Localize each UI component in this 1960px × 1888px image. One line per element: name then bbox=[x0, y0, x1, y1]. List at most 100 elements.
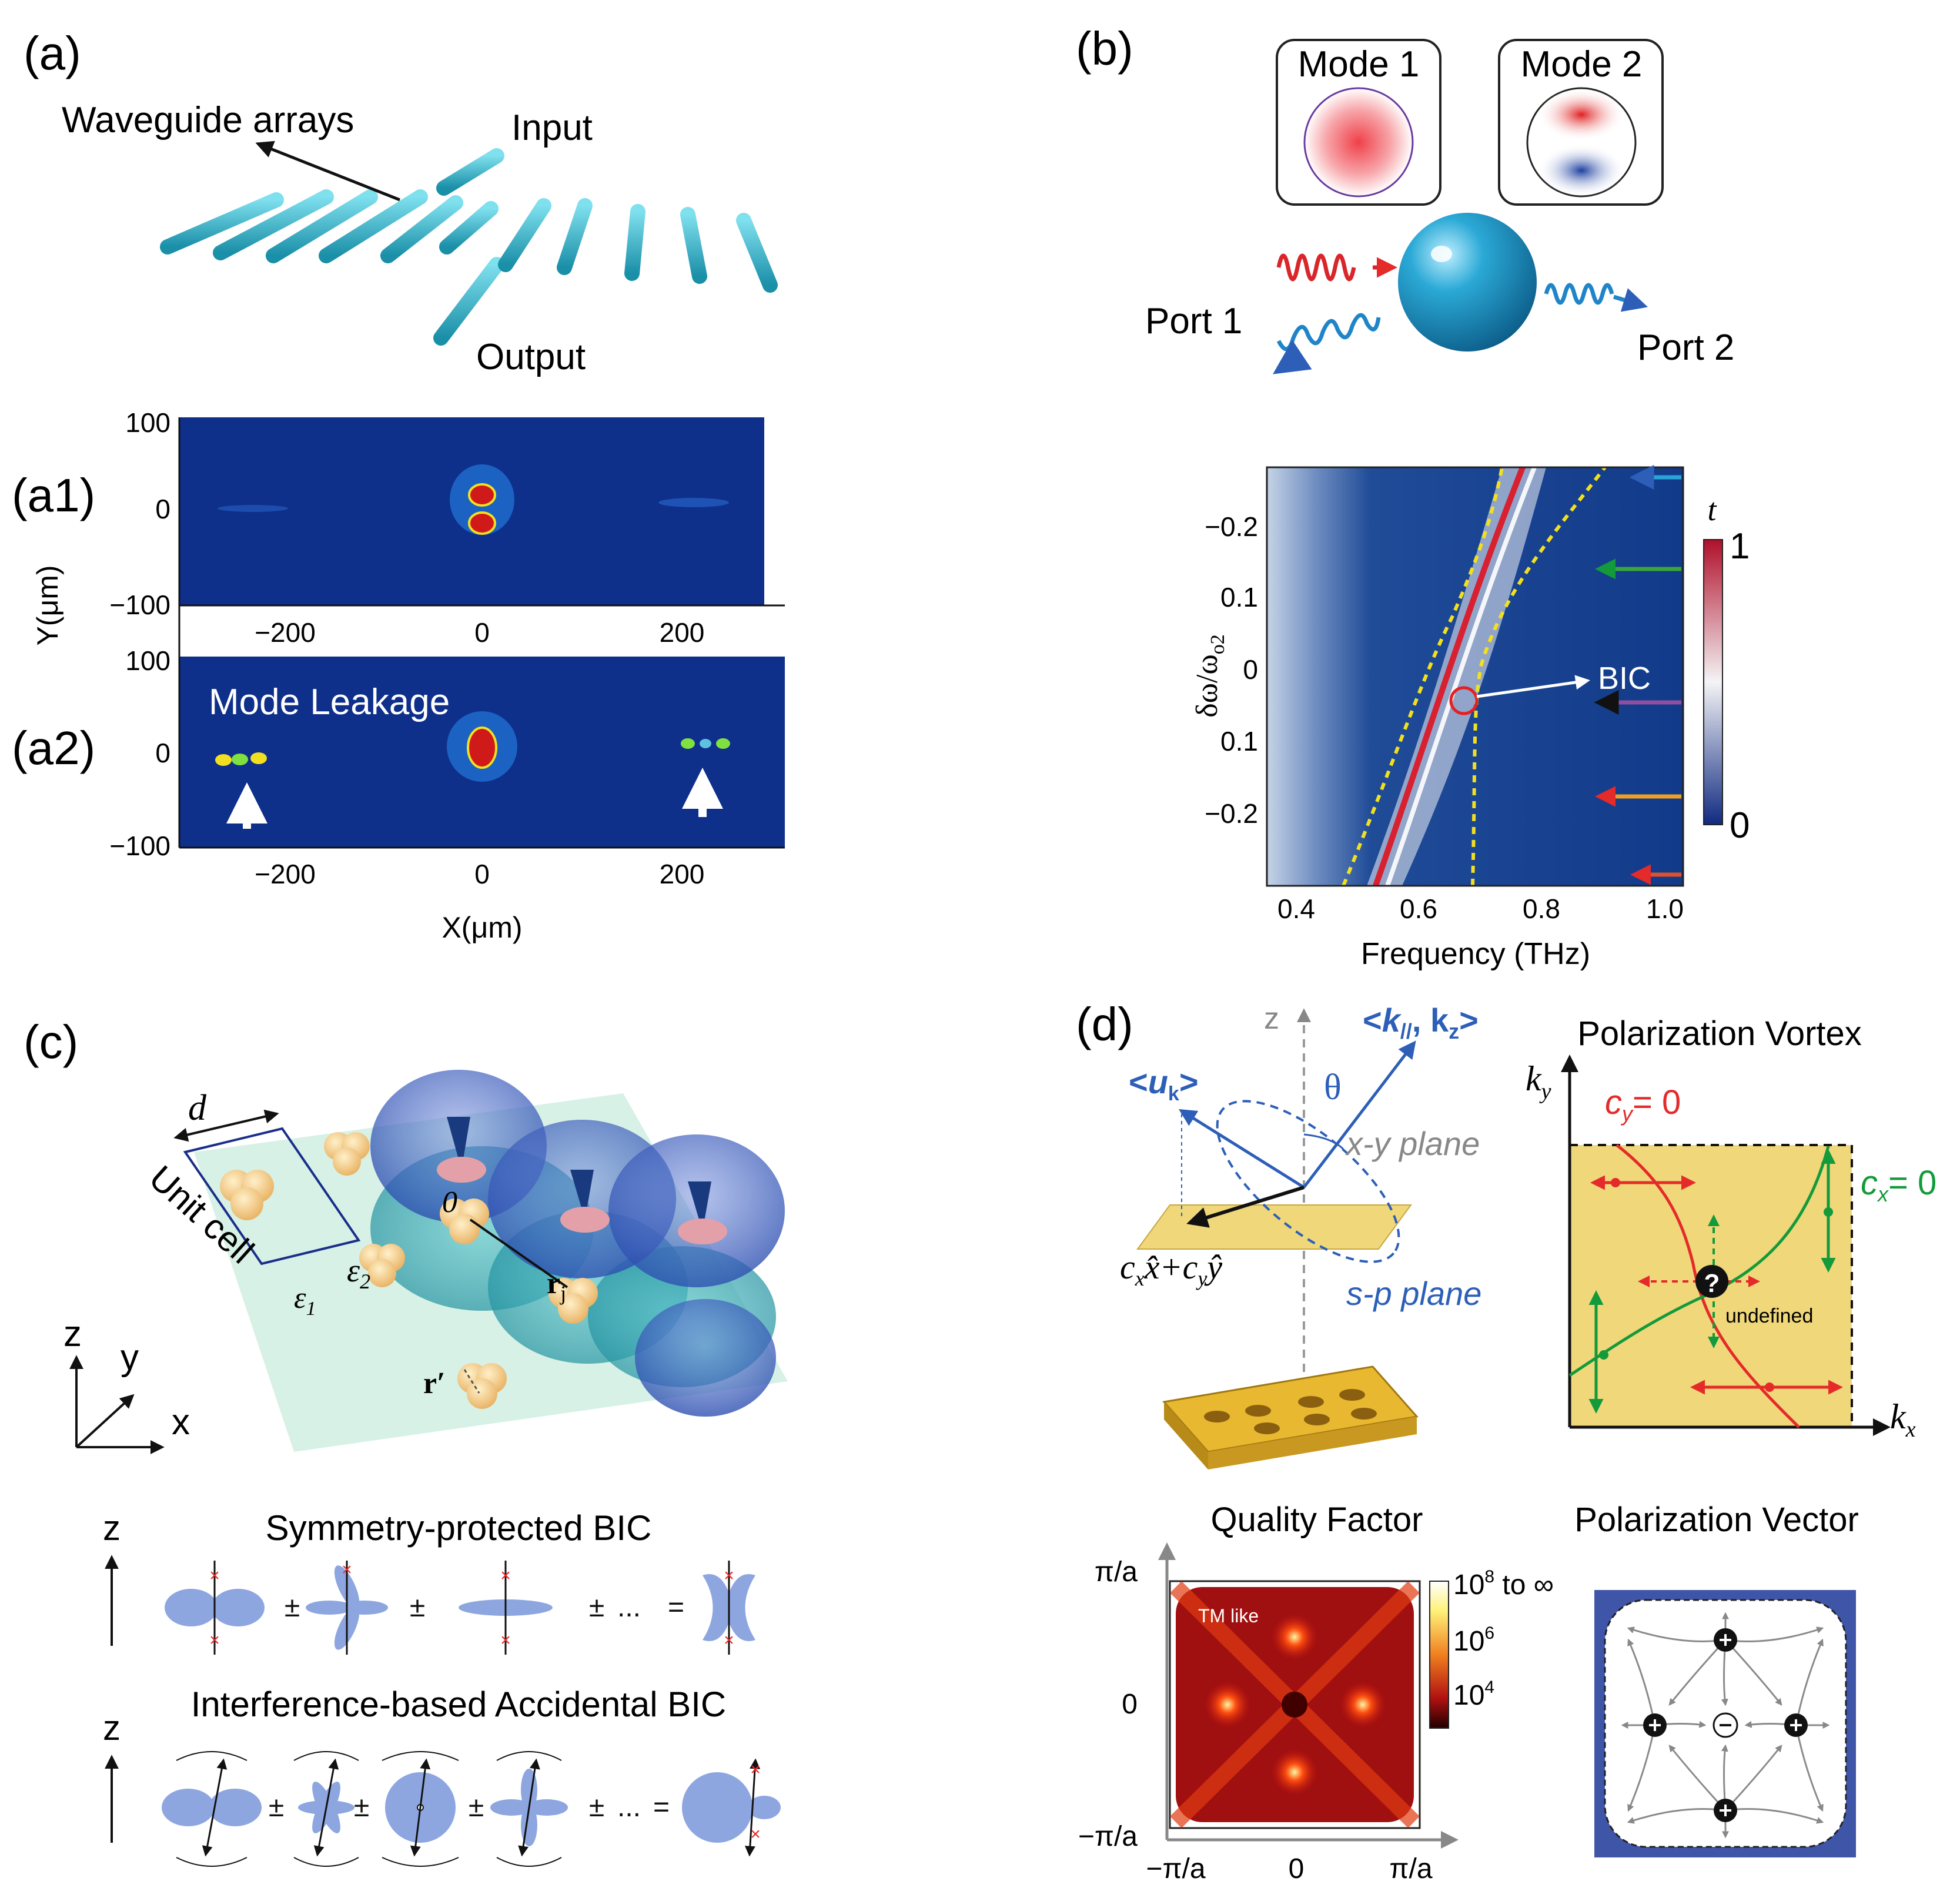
rprime-vector bbox=[463, 1369, 480, 1394]
q-colorbar bbox=[1429, 1581, 1449, 1729]
u-vector-arrow bbox=[1178, 1109, 1305, 1189]
qf-xtick-right: π/a bbox=[1389, 1853, 1432, 1884]
mode-lobes-upper bbox=[370, 1070, 785, 1417]
sym-pm-3: ± bbox=[589, 1592, 604, 1623]
mode-1-label: Mode 1 bbox=[1298, 44, 1420, 85]
acc-monopole bbox=[382, 1751, 459, 1867]
acc-pm-2: ± bbox=[354, 1792, 369, 1823]
svg-text:×: × bbox=[209, 1566, 220, 1585]
acc-equals: = bbox=[653, 1792, 670, 1823]
qf-ytick-mid: 0 bbox=[1122, 1689, 1138, 1720]
eps2-label: ε2 bbox=[347, 1253, 370, 1293]
output-label: Output bbox=[476, 337, 586, 377]
a2-xtick-left: −200 bbox=[255, 859, 316, 889]
resonator-sphere bbox=[1398, 213, 1537, 352]
accidental-bic-title: Interference-based Accidental BIC bbox=[191, 1685, 727, 1724]
lattice-constant-arrow bbox=[173, 1109, 279, 1142]
sym-pm-1: ± bbox=[285, 1592, 300, 1623]
dipole-pattern: × × bbox=[165, 1561, 265, 1655]
port-2-label: Port 2 bbox=[1637, 327, 1734, 368]
svg-text:×: × bbox=[750, 1760, 761, 1779]
d-label: d bbox=[188, 1088, 207, 1128]
b-xtick-1: 0.6 bbox=[1400, 893, 1437, 924]
k-vector-arrow bbox=[1303, 1040, 1416, 1189]
c-equation-label: cxx̂+cyŷ bbox=[1120, 1248, 1222, 1290]
b-xtick-3: 1.0 bbox=[1646, 893, 1684, 924]
qf-ytick-top: π/a bbox=[1095, 1556, 1138, 1588]
bic-label: BIC bbox=[1598, 661, 1651, 696]
xy-plane-label: x-y plane bbox=[1344, 1125, 1480, 1162]
b-xtick-2: 0.8 bbox=[1523, 893, 1560, 924]
mode-leakage-label: Mode Leakage bbox=[209, 682, 450, 722]
qf-xtick-mid: 0 bbox=[1289, 1853, 1305, 1884]
quality-factor-title: Quality Factor bbox=[1211, 1501, 1423, 1539]
theta-label: θ bbox=[1324, 1067, 1342, 1107]
qf-xtick-left: −π/a bbox=[1146, 1853, 1205, 1884]
panel-a-label: (a) bbox=[24, 27, 81, 79]
colorbar-min: 0 bbox=[1730, 805, 1750, 846]
a1-xtick-right: 200 bbox=[660, 617, 705, 648]
mode-2-label: Mode 2 bbox=[1521, 44, 1643, 85]
kx-label: kx bbox=[1890, 1397, 1916, 1442]
waveguide-array-illustration bbox=[160, 148, 778, 346]
mode-2-field bbox=[1526, 87, 1637, 197]
b-y-axis-label-group: δω/ωo2 bbox=[1190, 634, 1229, 717]
port-1-label: Port 1 bbox=[1145, 301, 1242, 342]
svg-text:×: × bbox=[500, 1631, 511, 1650]
b-x-axis-label: Frequency (THz) bbox=[1361, 937, 1590, 971]
b-ytick-4: −0.2 bbox=[1205, 798, 1258, 829]
acc-pm-3: ± bbox=[469, 1792, 484, 1823]
a2-xtick-right: 200 bbox=[660, 859, 705, 889]
panel-d: (d) z <k//, kz> <uk> θ x-y plane s-p pla… bbox=[1076, 998, 1936, 1884]
c-axis-x-label: x bbox=[172, 1402, 190, 1442]
symmetry-radiation-patterns: × × ± × ± × × ± ... = bbox=[165, 1560, 755, 1655]
sp-plane-ellipse bbox=[1216, 1100, 1400, 1263]
a2-field-map bbox=[179, 657, 785, 848]
photonic-crystal-slab bbox=[1162, 1365, 1419, 1469]
a2-ytick-bottom: −100 bbox=[109, 831, 170, 861]
vortex-plot bbox=[1561, 1055, 1891, 1436]
acc-dots: ... bbox=[617, 1792, 641, 1823]
d-z-axis-label: z bbox=[1264, 1002, 1279, 1036]
a1-ytick-mid: 0 bbox=[155, 494, 170, 524]
heatmap-frame bbox=[1266, 466, 1684, 887]
b-ytick-0: −0.2 bbox=[1205, 511, 1258, 542]
q-colorbar-low-label: 104 bbox=[1453, 1678, 1494, 1711]
input-label: Input bbox=[511, 108, 593, 148]
symmetry-bic-title: Symmetry-protected BIC bbox=[266, 1508, 652, 1548]
svg-text:×: × bbox=[342, 1560, 352, 1579]
acc-quadrupole bbox=[293, 1751, 359, 1867]
a2-label: (a2) bbox=[12, 722, 95, 774]
accidental-row-z-label: z bbox=[103, 1708, 121, 1748]
c-axis-y-label: y bbox=[121, 1337, 139, 1378]
panel-b: (b) Mode 1 Mode 2 Port 1 Port 2 bbox=[1076, 22, 1750, 971]
quadrupole-pattern: × bbox=[306, 1560, 388, 1655]
sym-pm-2: ± bbox=[410, 1592, 425, 1623]
undefined-label: undefined bbox=[1725, 1305, 1813, 1327]
sym-dots: ... bbox=[617, 1592, 641, 1623]
flat-pattern: × × bbox=[459, 1561, 553, 1655]
polarization-vortex-title: Polarization Vortex bbox=[1577, 1015, 1862, 1053]
a2-xtick-mid: 0 bbox=[474, 859, 490, 889]
symmetry-result-pattern: × × bbox=[703, 1561, 755, 1655]
accidental-result-pattern: × × bbox=[682, 1758, 781, 1857]
sp-plane-label: s-p plane bbox=[1346, 1275, 1481, 1312]
svg-text:×: × bbox=[209, 1631, 220, 1650]
acc-dipole bbox=[162, 1751, 262, 1867]
qf-ytick-bottom: −π/a bbox=[1078, 1821, 1138, 1852]
transmitted-wave bbox=[1544, 283, 1614, 305]
svg-text:×: × bbox=[750, 1825, 761, 1844]
acc-pm-4: ± bbox=[589, 1792, 604, 1823]
rj-vector bbox=[469, 1219, 568, 1288]
theta-arc bbox=[1303, 1133, 1344, 1150]
a1-xtick-left: −200 bbox=[255, 617, 316, 648]
waveguide-arrays-label: Waveguide arrays bbox=[62, 100, 354, 140]
b-xtick-0: 0.4 bbox=[1277, 893, 1315, 924]
acc-cross bbox=[490, 1751, 568, 1867]
polarization-vector-map bbox=[1594, 1590, 1856, 1857]
c-coordinate-axes bbox=[69, 1355, 165, 1454]
panel-a: (a) Waveguide arrays Input Output bbox=[12, 27, 785, 944]
b-ytick-2: 0 bbox=[1243, 654, 1258, 685]
a1-label: (a1) bbox=[12, 469, 95, 521]
